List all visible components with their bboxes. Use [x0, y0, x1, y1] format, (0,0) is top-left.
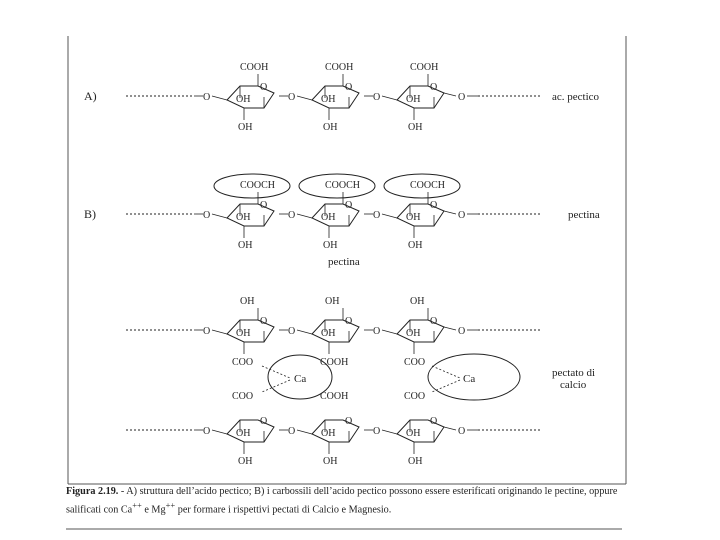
glycosidic-oxygen: O	[373, 326, 380, 337]
glycosidic-oxygen: O	[458, 326, 465, 337]
oh-label: OH	[240, 296, 254, 307]
ring-oxygen-label: O	[260, 82, 267, 93]
ring-oxygen-label: O	[430, 316, 437, 327]
calcium-bridge-left	[261, 365, 291, 393]
ring-oxygen-label: O	[345, 416, 352, 427]
ring-oh-label: OH	[321, 328, 335, 339]
panel-a-tail-label: ac. pectico	[552, 91, 600, 103]
coo-label: COO	[404, 357, 425, 368]
oh-label: OH	[325, 296, 339, 307]
coo-label: COO	[232, 391, 253, 402]
glycosidic-oxygen: O	[373, 426, 380, 437]
cooh-label: COOH	[325, 62, 353, 73]
panel-c-side-label-2: calcio	[560, 379, 587, 391]
glycosidic-oxygen: O	[288, 326, 295, 337]
ring-oh-label: OH	[406, 94, 420, 105]
figure-caption: Figura 2.19. - A) struttura dell’acido p…	[66, 486, 626, 516]
caption-sup-ca: ++	[132, 499, 142, 510]
ring-oh-label: OH	[236, 94, 250, 105]
ring-oxygen-label: O	[430, 416, 437, 427]
oh-label: OH	[323, 122, 337, 133]
oh-label: OH	[408, 240, 422, 251]
coo-label: COO	[232, 357, 253, 368]
calcium-bridge-right	[431, 365, 461, 393]
oh-label: OH	[238, 122, 252, 133]
ring-oxygen-label: O	[260, 200, 267, 211]
ring-oh-label: OH	[236, 328, 250, 339]
ring-oh-label: OH	[321, 428, 335, 439]
panel_b-chain: O OH COOCH OH O O OH COOCH OH O O OH COOCH OH O O	[126, 180, 540, 251]
oh-label: OH	[238, 240, 252, 251]
glycosidic-oxygen: O	[458, 426, 465, 437]
figure-frame	[66, 36, 627, 530]
calcium-label-left: Ca	[294, 373, 306, 385]
cooch3-label: COOCH	[410, 180, 445, 191]
cooh-label: COOH	[320, 391, 348, 402]
caption-sup-mg: ++	[165, 499, 176, 510]
ring-oxygen-label: O	[260, 416, 267, 427]
glycosidic-oxygen: O	[458, 92, 465, 103]
glycosidic-oxygen: O	[288, 92, 295, 103]
ring-oh-label: OH	[406, 428, 420, 439]
glycosidic-oxygen: O	[203, 426, 210, 437]
ring-oxygen-label: O	[430, 200, 437, 211]
panel-c-carboxyl-labels: COO COOH COO COO COOH COO	[232, 357, 425, 402]
panel-a-label: A)	[84, 89, 97, 103]
glycosidic-oxygen: O	[373, 92, 380, 103]
panel_c-chain: O OH OH O O OH OH O O OH OH O O	[126, 296, 540, 354]
ring-oh-label: OH	[321, 94, 335, 105]
coo-label: COO	[404, 391, 425, 402]
cooh-label: COOH	[240, 62, 268, 73]
panel_c-chain: O OH OH O O OH OH O O OH OH O O	[126, 416, 540, 467]
caption-text-3: per formare i rispettivi pectati di Calc…	[175, 503, 392, 515]
glycosidic-oxygen: O	[288, 210, 295, 221]
panel_a-chain: O OH COOH OH O O OH COOH OH O O OH COOH OH O O	[126, 62, 540, 133]
caption-text-2: e Mg	[141, 503, 166, 515]
glycosidic-oxygen: O	[288, 426, 295, 437]
ring-oh-label: OH	[406, 328, 420, 339]
panel-b-label: B)	[84, 207, 96, 221]
ring-oxygen-label: O	[430, 82, 437, 93]
ring-oxygen-label: O	[345, 82, 352, 93]
oh-label: OH	[408, 122, 422, 133]
ring-oxygen-label: O	[345, 316, 352, 327]
panel-b-under-label: pectina	[328, 256, 360, 268]
oh-label: OH	[323, 240, 337, 251]
glycosidic-oxygen: O	[203, 92, 210, 103]
oh-label: OH	[410, 296, 424, 307]
cooch3-label: COOCH	[325, 180, 360, 191]
glycosidic-oxygen: O	[203, 210, 210, 221]
cooh-label: COOH	[320, 357, 348, 368]
oh-label: OH	[323, 456, 337, 467]
ring-oh-label: OH	[321, 212, 335, 223]
calcium-label-right: Ca	[463, 373, 475, 385]
ring-oh-label: OH	[236, 428, 250, 439]
glycosidic-oxygen: O	[373, 210, 380, 221]
panel-c-side-label-1: pectato di	[552, 367, 595, 379]
cooh-label: COOH	[410, 62, 438, 73]
calcium-ovals	[267, 353, 521, 401]
ring-oxygen-label: O	[260, 316, 267, 327]
caption-figure-label: Figura 2.19.	[66, 486, 119, 497]
cooch3-label: COOCH	[240, 180, 275, 191]
panel-b-tail-label: pectina	[568, 209, 600, 221]
oh-label: OH	[238, 456, 252, 467]
ring-oh-label: OH	[236, 212, 250, 223]
glycosidic-oxygen: O	[203, 326, 210, 337]
ring-oh-label: OH	[406, 212, 420, 223]
oh-label: OH	[408, 456, 422, 467]
ester-ovals	[213, 173, 461, 199]
glycosidic-oxygen: O	[458, 210, 465, 221]
caption-text-1: - A) struttura dell’acido pectico; B) i …	[66, 486, 618, 515]
ring-oxygen-label: O	[345, 200, 352, 211]
